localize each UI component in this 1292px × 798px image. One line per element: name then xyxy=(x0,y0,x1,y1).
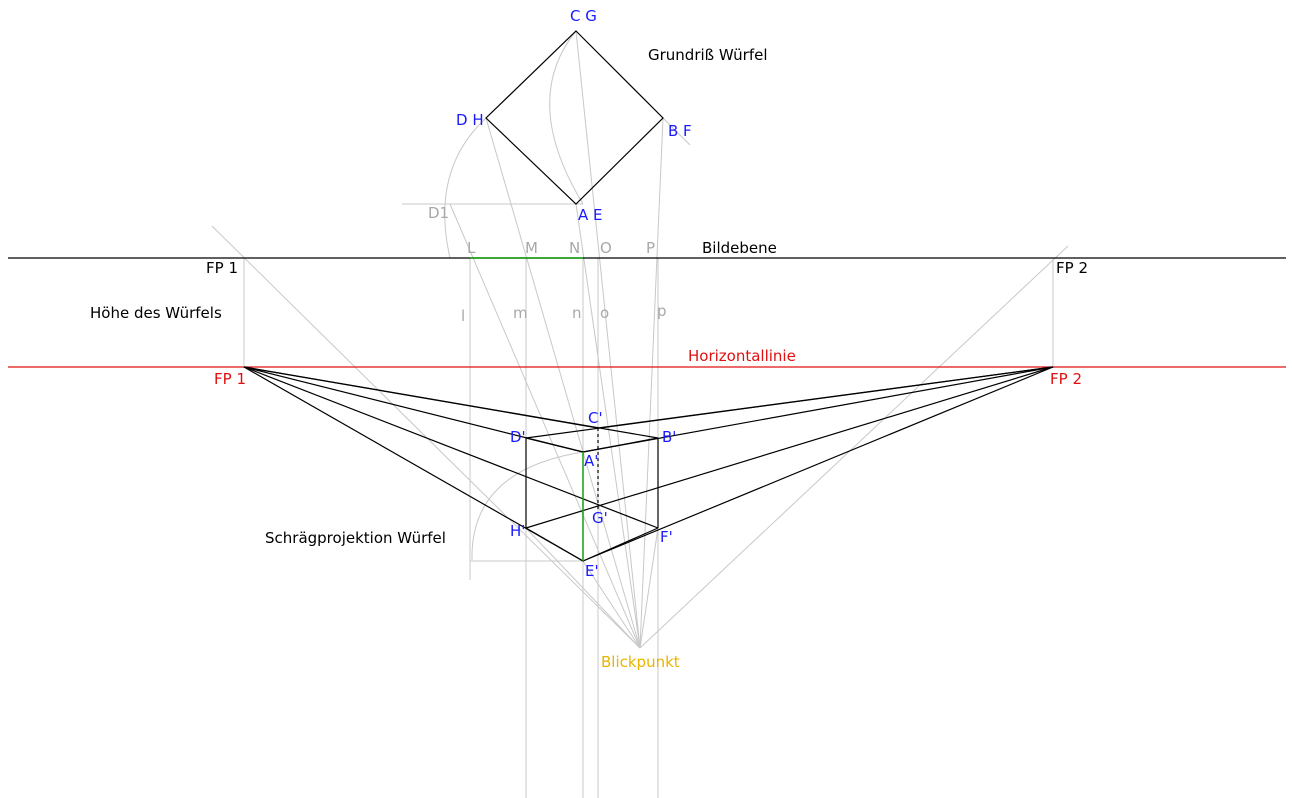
fp2-vanishing-lines xyxy=(525,366,1054,562)
viewpoint-label: Blickpunkt xyxy=(601,653,680,671)
fp2-plane-label: FP 2 xyxy=(1056,259,1088,277)
cube-edges xyxy=(525,437,659,562)
plane-point-p: P xyxy=(646,239,655,257)
fp1-horizon-label: FP 1 xyxy=(214,370,246,388)
c-rotation-arc xyxy=(549,30,584,205)
ray-c-viewpoint xyxy=(575,30,641,649)
plane-point-l: L xyxy=(467,239,476,257)
fp1-viewpoint-ray xyxy=(211,225,641,649)
ray-viewpoint-e xyxy=(582,560,641,649)
ray-b-viewpoint xyxy=(639,117,664,649)
plane-point-o: O xyxy=(600,239,612,257)
d1-rotation-arc xyxy=(444,117,487,259)
cube-point-a: A' xyxy=(584,452,598,470)
cube-point-b: B' xyxy=(662,428,676,446)
cube-point-e: E' xyxy=(585,562,599,580)
cube-point-g: G' xyxy=(592,509,608,527)
plan-point-cg: C G xyxy=(570,7,597,25)
plane-point-p-lower: p xyxy=(657,302,667,320)
horizon-label: Horizontallinie xyxy=(688,347,796,365)
cube-height-label: Höhe des Würfels xyxy=(90,304,222,322)
plane-point-m-lower: m xyxy=(513,304,528,322)
ray-b-extension xyxy=(662,117,691,146)
ray-viewpoint-h xyxy=(525,527,641,649)
plan-point-dh: D H xyxy=(456,111,484,129)
fp2-horizon-label: FP 2 xyxy=(1050,370,1082,388)
plane-point-m: M xyxy=(525,239,538,257)
ray-d-viewpoint xyxy=(485,117,641,649)
fp2-viewpoint-ray xyxy=(639,245,1069,649)
ray-a-viewpoint xyxy=(575,203,641,649)
plane-point-o-lower: o xyxy=(600,304,609,322)
cube-point-c: C' xyxy=(588,409,603,427)
plane-point-n-lower: n xyxy=(572,304,582,322)
cube-point-d: D' xyxy=(510,428,526,446)
plan-point-ae: A E xyxy=(578,206,603,224)
fp1-plane-label: FP 1 xyxy=(206,259,238,277)
plan-title: Grundriß Würfel xyxy=(648,46,768,64)
construction-lines xyxy=(211,30,1069,798)
cube-point-h: H' xyxy=(510,522,525,540)
plane-point-n: N xyxy=(569,239,580,257)
ray-viewpoint-f xyxy=(639,527,659,649)
height-rotation-arc xyxy=(471,451,584,561)
plan-point-d1: D1 xyxy=(428,204,449,222)
plan-point-bf: B F xyxy=(668,122,692,140)
plan-square xyxy=(485,30,664,205)
projection-title: Schrägprojektion Würfel xyxy=(265,529,446,547)
picture-plane-label: Bildebene xyxy=(702,239,777,257)
plane-point-l-lower: l xyxy=(461,307,465,325)
cube-point-f: F' xyxy=(660,528,673,546)
ray-d1-viewpoint xyxy=(449,203,641,649)
